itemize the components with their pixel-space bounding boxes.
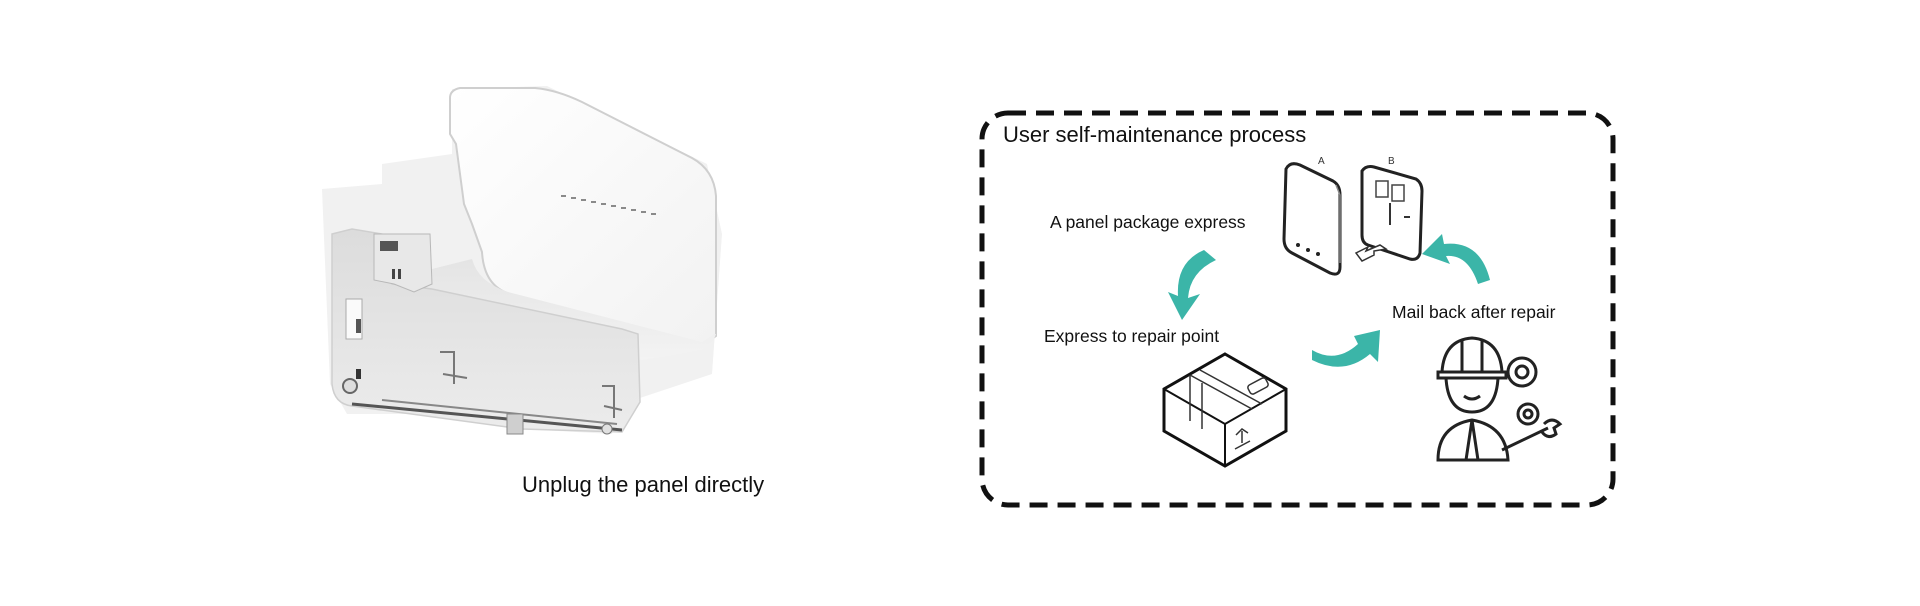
step-label-panel-express: A panel package express [1050, 212, 1246, 232]
led-indicator-dots [561, 195, 656, 215]
arrow-down-left-icon [1160, 248, 1230, 323]
device-caption: Unplug the panel directly [522, 472, 765, 497]
process-title: User self-maintenance process [1003, 122, 1307, 147]
arrow-curve-right-icon [1310, 320, 1385, 370]
panel-ab-icon: A B [1278, 155, 1428, 280]
arrow-up-left-icon [1420, 234, 1495, 284]
step-label-express-repair: Express to repair point [1044, 326, 1220, 346]
step-label-mail-back: Mail back after repair [1392, 302, 1556, 322]
repair-engineer-icon [1432, 332, 1572, 467]
package-box-icon [1160, 351, 1290, 469]
process-dashed-frame [978, 109, 1617, 509]
panel-b-label: B [1388, 156, 1395, 167]
panel-a-label: A [1318, 156, 1325, 167]
device-unplug-illustration [322, 84, 888, 444]
